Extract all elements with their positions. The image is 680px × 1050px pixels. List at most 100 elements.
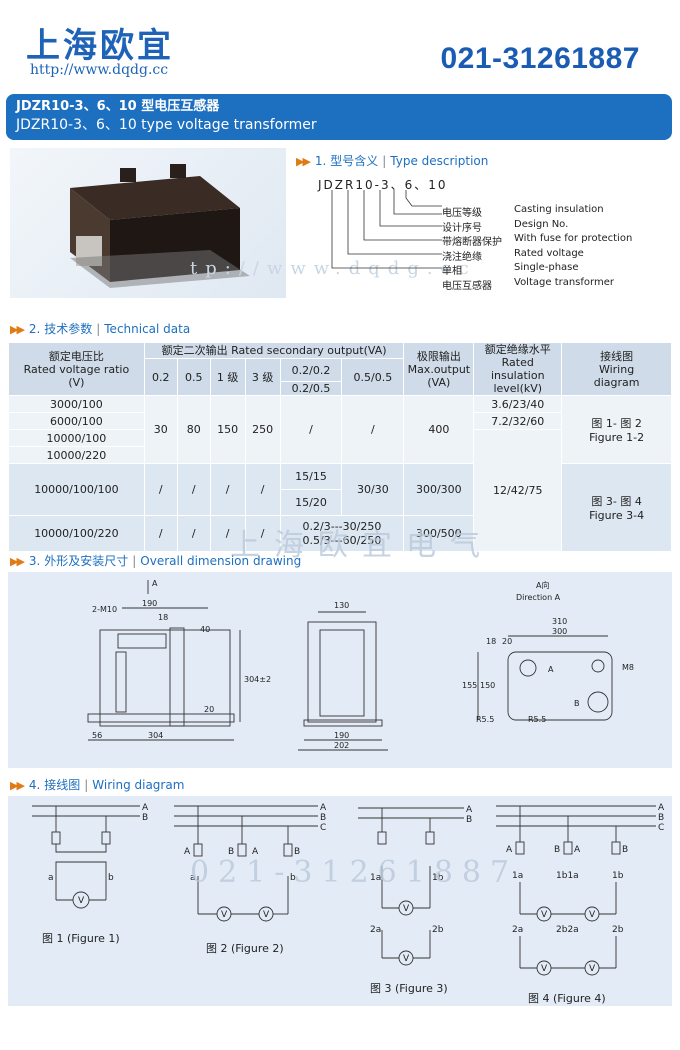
watermark-url: tp://www.dqdg.cc — [190, 258, 477, 279]
svg-text:2a: 2a — [512, 925, 523, 935]
front-view — [87, 580, 241, 741]
table-row: 10000/100 12/42/75 — [8, 429, 672, 552]
svg-text:300: 300 — [552, 627, 567, 636]
svg-text:V: V — [541, 964, 548, 974]
dimension-drawing-panel: A 2-M10 190 18 40 304±2 20 56 304 130 19… — [8, 572, 672, 768]
svg-text:B: B — [554, 845, 560, 855]
svg-text:C: C — [320, 823, 326, 833]
svg-text:A向: A向 — [536, 580, 549, 590]
svg-text:A: A — [466, 805, 473, 815]
type-code-brackets — [331, 190, 442, 269]
svg-text:B: B — [622, 845, 628, 855]
svg-text:Direction A: Direction A — [516, 593, 561, 602]
section-wiring-diagram: ▶▶4. 接线图|Wiring diagram — [10, 778, 185, 792]
svg-text:190: 190 — [334, 731, 349, 740]
svg-text:V: V — [263, 910, 270, 920]
svg-text:20: 20 — [502, 637, 512, 646]
svg-text:V: V — [589, 910, 596, 920]
svg-text:304: 304 — [148, 731, 163, 740]
svg-text:A: A — [252, 847, 259, 857]
section-technical-data: ▶▶2. 技术参数|Technical data — [10, 322, 191, 336]
svg-text:A: A — [320, 803, 327, 813]
arrow-icon: ▶▶ — [296, 155, 311, 168]
svg-text:A: A — [506, 845, 513, 855]
svg-text:155: 155 — [462, 681, 477, 690]
sec4-en: Wiring diagram — [92, 778, 185, 792]
svg-text:A: A — [184, 847, 191, 857]
svg-text:304±2: 304±2 — [244, 675, 271, 684]
watermark-phone: 021-31261887 — [190, 855, 519, 890]
col-0-2-0-5: 0.2/0.5 — [279, 381, 343, 396]
page-header: 上海欧宜 http://www.dqdg.cc 021-31261887 — [0, 0, 680, 92]
side-view — [298, 611, 388, 751]
col-0-5: 0.5 — [176, 358, 211, 396]
svg-text:V: V — [78, 896, 85, 906]
sec2-en: Technical data — [104, 322, 191, 336]
svg-text:A: A — [152, 579, 158, 588]
svg-text:18: 18 — [486, 637, 496, 646]
col-class-1: 1 级 — [209, 358, 246, 396]
col-class-3: 3 级 — [244, 358, 281, 396]
sec1-num: 1. — [314, 154, 327, 168]
svg-text:2b: 2b — [432, 925, 444, 935]
company-url[interactable]: http://www.dqdg.cc — [30, 62, 169, 78]
figure-1-caption: 图 1 (Figure 1) — [42, 932, 120, 945]
sec1-cn: 型号含义 — [330, 154, 379, 168]
svg-text:130: 130 — [334, 601, 349, 610]
product-photo — [10, 148, 286, 298]
table-row: 10000/220 — [8, 446, 672, 464]
svg-text:1a: 1a — [512, 871, 523, 881]
svg-text:V: V — [403, 904, 410, 914]
svg-text:20: 20 — [204, 705, 214, 714]
table-row: 6000/100 7.2/32/60 — [8, 412, 672, 430]
phone-number: 021-31261887 — [440, 42, 640, 75]
svg-text:A: A — [658, 803, 665, 813]
sec2-cn: 技术参数 — [44, 322, 93, 336]
svg-text:2b: 2b — [612, 925, 624, 935]
svg-text:R5.5: R5.5 — [528, 715, 546, 724]
svg-text:B: B — [320, 813, 326, 823]
svg-text:V: V — [403, 954, 410, 964]
svg-text:1a: 1a — [370, 873, 381, 883]
svg-text:C: C — [658, 823, 664, 833]
svg-text:202: 202 — [334, 741, 349, 750]
figure-2-diagram — [174, 805, 318, 922]
svg-text:B: B — [658, 813, 664, 823]
top-view — [477, 635, 613, 721]
dimension-drawings: A 2-M10 190 18 40 304±2 20 56 304 130 19… — [87, 579, 634, 751]
figure-4-diagram — [496, 805, 656, 976]
section-dimension-drawing: ▶▶3. 外形及安装尺寸|Overall dimension drawing — [10, 554, 302, 568]
svg-text:A: A — [548, 665, 554, 674]
side-view-labels: 130 190 202 — [334, 601, 349, 750]
svg-text:18: 18 — [158, 613, 168, 622]
section-type-description: ▶▶1. 型号含义|Type description — [296, 154, 489, 168]
arrow-icon: ▶▶ — [10, 323, 25, 336]
svg-text:M8: M8 — [622, 663, 634, 672]
svg-text:310: 310 — [552, 617, 567, 626]
svg-text:1b1a: 1b1a — [556, 871, 579, 881]
arrow-icon: ▶▶ — [10, 555, 25, 568]
figure-2-caption: 图 2 (Figure 2) — [206, 942, 284, 955]
svg-text:2a: 2a — [370, 925, 381, 935]
col-0-2-0-2: 0.2/0.2 — [279, 358, 343, 382]
svg-text:190: 190 — [142, 599, 157, 608]
figure-3-caption: 图 3 (Figure 3) — [370, 982, 448, 995]
watermark-company: 上海欧宜电气 — [230, 528, 494, 563]
svg-text:2-M10: 2-M10 — [92, 605, 117, 614]
svg-text:b: b — [290, 873, 296, 883]
svg-text:A: A — [142, 803, 149, 813]
sec4-cn: 接线图 — [44, 778, 81, 792]
table-row: 3000/100 30 80 150 250 / / 400 3.6/23/40… — [8, 395, 672, 464]
svg-text:V: V — [541, 910, 548, 920]
sec4-num: 4. — [28, 778, 41, 792]
